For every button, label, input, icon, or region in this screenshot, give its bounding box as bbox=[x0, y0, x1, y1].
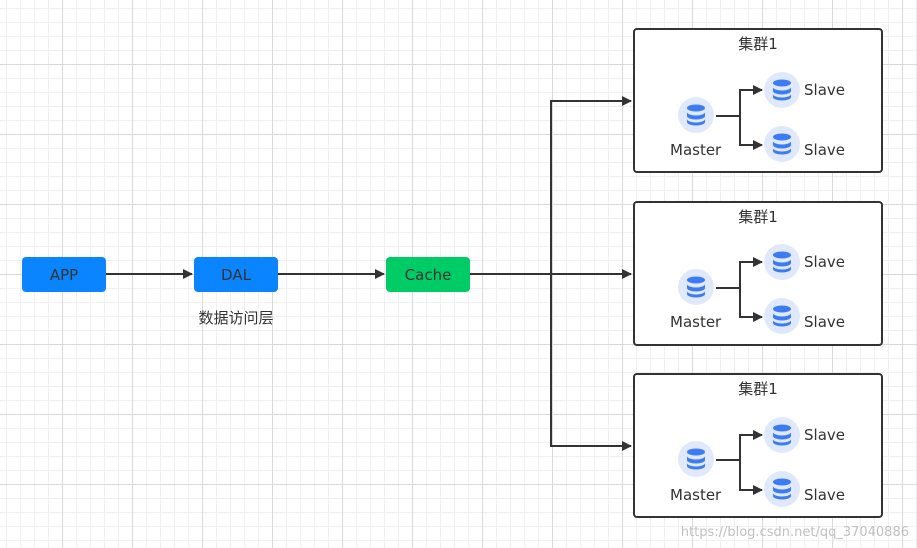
slave-label: Slave bbox=[804, 141, 845, 159]
master-label: Master bbox=[670, 141, 722, 159]
database-icon[interactable] bbox=[764, 126, 800, 162]
cluster-title: 集群1 bbox=[738, 35, 778, 53]
slave-label: Slave bbox=[804, 426, 845, 444]
master-label: Master bbox=[670, 313, 722, 331]
slave-label: Slave bbox=[804, 313, 845, 331]
cluster-title: 集群1 bbox=[738, 380, 778, 398]
database-icon[interactable] bbox=[678, 269, 714, 305]
app-label: APP bbox=[49, 265, 79, 284]
arrow-cache-cluster1 bbox=[470, 96, 632, 275]
slave-label: Slave bbox=[804, 81, 845, 99]
database-icon[interactable] bbox=[764, 244, 800, 280]
cache-label: Cache bbox=[404, 265, 452, 284]
database-icon[interactable] bbox=[764, 298, 800, 334]
slave-label: Slave bbox=[804, 253, 845, 271]
master-label: Master bbox=[670, 486, 722, 504]
database-icon[interactable] bbox=[678, 441, 714, 477]
watermark: https://blog.csdn.net/qq_37040886 bbox=[680, 525, 909, 540]
app-node[interactable]: APP bbox=[22, 257, 106, 292]
database-icon[interactable] bbox=[764, 471, 800, 507]
database-icon[interactable] bbox=[764, 72, 800, 108]
dal-caption: 数据访问层 bbox=[198, 309, 274, 327]
slave-label: Slave bbox=[804, 486, 845, 504]
cluster-title: 集群1 bbox=[738, 208, 778, 226]
database-icon[interactable] bbox=[678, 97, 714, 133]
database-icon[interactable] bbox=[764, 417, 800, 453]
dal-node[interactable]: DAL bbox=[194, 257, 278, 292]
arrow-cache-cluster3 bbox=[470, 273, 632, 451]
dal-label: DAL bbox=[221, 265, 251, 284]
cache-node[interactable]: Cache bbox=[386, 257, 470, 292]
